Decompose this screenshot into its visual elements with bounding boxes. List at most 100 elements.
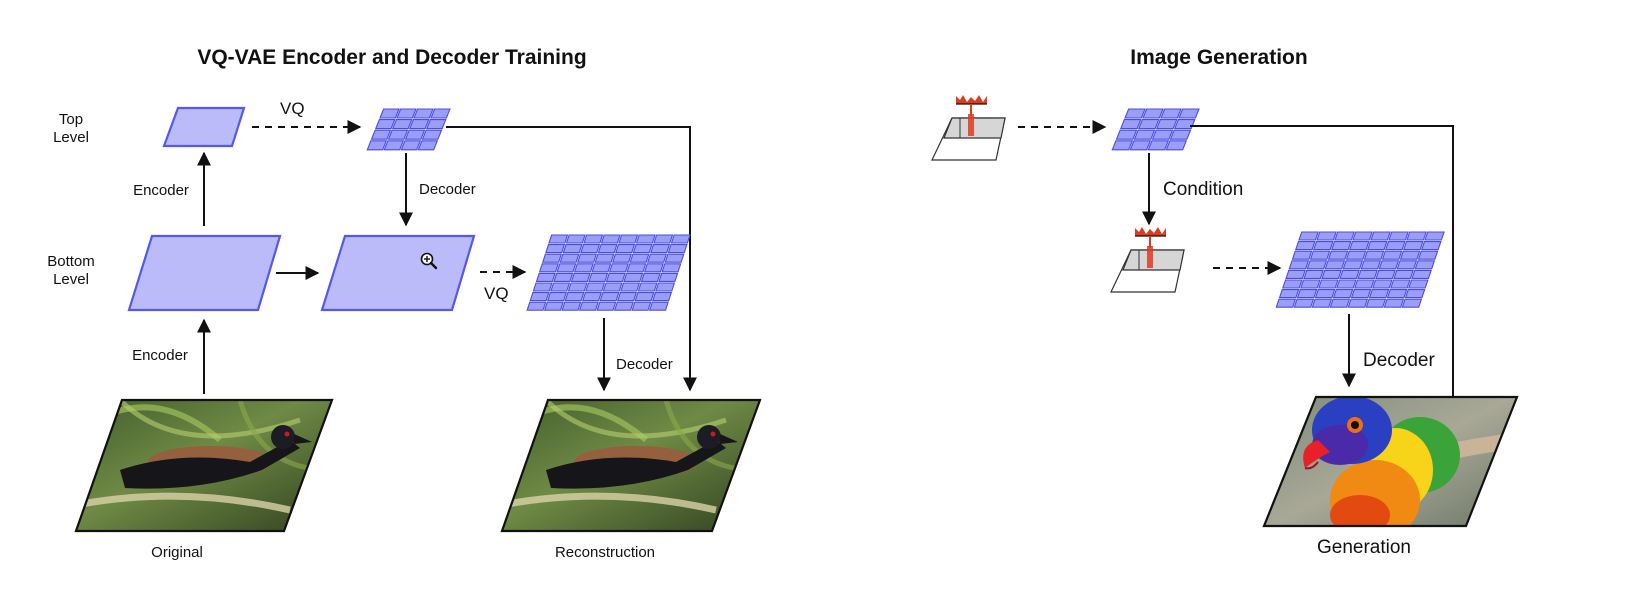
code-cell [1293, 251, 1312, 259]
code-cell [627, 264, 646, 272]
code-cell [1422, 242, 1441, 250]
code-cell [1317, 232, 1336, 240]
generation-caption: Generation [1317, 537, 1411, 558]
code-cell [568, 283, 587, 291]
code-cell [1394, 270, 1413, 278]
code-cell [1166, 141, 1186, 150]
code-cell [584, 235, 603, 243]
code-cell [610, 264, 629, 272]
code-cell [1311, 251, 1330, 259]
code-cell [1171, 130, 1191, 139]
code-cell [1343, 261, 1362, 269]
code-cell [389, 130, 408, 139]
code-cell [1332, 242, 1351, 250]
code-cell [645, 264, 664, 272]
code-cell [572, 273, 591, 281]
code-cell [1283, 280, 1302, 288]
code-cell [560, 254, 579, 262]
code-cell [540, 264, 559, 272]
code-cell [545, 302, 564, 310]
code-cell [633, 245, 652, 253]
code-cell [654, 235, 673, 243]
code-cell [1179, 109, 1199, 118]
code-cell [1402, 299, 1421, 307]
code-cell [1383, 251, 1402, 259]
code-cell [533, 283, 552, 291]
code-cell [1314, 242, 1333, 250]
decoder-top-label: Decoder [419, 181, 476, 198]
code-cell [1294, 299, 1313, 307]
code-cell [1401, 251, 1420, 259]
code-cell [616, 245, 635, 253]
code-cell [630, 254, 649, 262]
row-label-bottom-2: Level [53, 271, 89, 288]
code-cell [648, 254, 667, 262]
code-cell [1143, 109, 1163, 118]
code-cell [595, 254, 614, 262]
code-cell [1304, 270, 1323, 278]
code-cell [589, 273, 608, 281]
code-cell [1139, 120, 1159, 129]
code-cell [418, 141, 437, 150]
code-cell [530, 293, 549, 301]
encoder-top-label: Encoder [133, 182, 189, 199]
right-panel-title: Image Generation [1130, 46, 1307, 69]
code-cell [598, 245, 617, 253]
code-cell [1406, 290, 1425, 298]
code-cell [423, 130, 442, 139]
row-label-top-2: Level [53, 129, 89, 146]
code-cell [1112, 141, 1132, 150]
code-cell [1379, 261, 1398, 269]
code-cell [1388, 290, 1407, 298]
code-cell [1409, 280, 1428, 288]
code-cell [551, 283, 570, 291]
vq-bottom-label: VQ [484, 284, 509, 303]
code-cell [632, 302, 651, 310]
code-cell [427, 120, 446, 129]
code-cell [1419, 251, 1438, 259]
code-cell [1175, 120, 1195, 129]
code-cell [637, 235, 656, 243]
code-cell [1355, 280, 1374, 288]
code-cell [592, 264, 611, 272]
code-cell [581, 245, 600, 253]
code-cell [384, 141, 403, 150]
code-cell [537, 273, 556, 281]
code-cell [1286, 270, 1305, 278]
code-cell [662, 264, 681, 272]
left-panel-title: VQ-VAE Encoder and Decoder Training [197, 46, 586, 69]
code-cell [563, 245, 582, 253]
code-cell [613, 254, 632, 262]
code-cell [653, 293, 672, 301]
code-cell [597, 302, 616, 310]
code-cell [406, 130, 425, 139]
code-cell [586, 283, 605, 291]
code-cell [651, 245, 670, 253]
code-cell [1330, 299, 1349, 307]
code-cell [615, 302, 634, 310]
code-cell [618, 293, 637, 301]
code-cell [367, 141, 386, 150]
code-cell [1312, 299, 1331, 307]
code-cell [578, 254, 597, 262]
code-cell [1276, 299, 1295, 307]
code-cell [1407, 232, 1426, 240]
reconstruction-bird-image [496, 395, 766, 535]
code-cell [602, 235, 621, 243]
code-cell [650, 302, 669, 310]
code-cell [656, 283, 675, 291]
pixelcnn-prior-icon-bottom [1111, 227, 1184, 292]
code-cell [1389, 232, 1408, 240]
generated-top-codes-grid [1112, 109, 1199, 150]
code-cell [562, 302, 581, 310]
code-cell [393, 120, 412, 129]
code-cell [1337, 280, 1356, 288]
code-cell [1322, 270, 1341, 278]
code-cell [642, 273, 661, 281]
code-cell [557, 264, 576, 272]
code-cell [401, 141, 420, 150]
code-cell [549, 235, 568, 243]
code-cell [580, 302, 599, 310]
bottom-level-latent [129, 236, 280, 310]
